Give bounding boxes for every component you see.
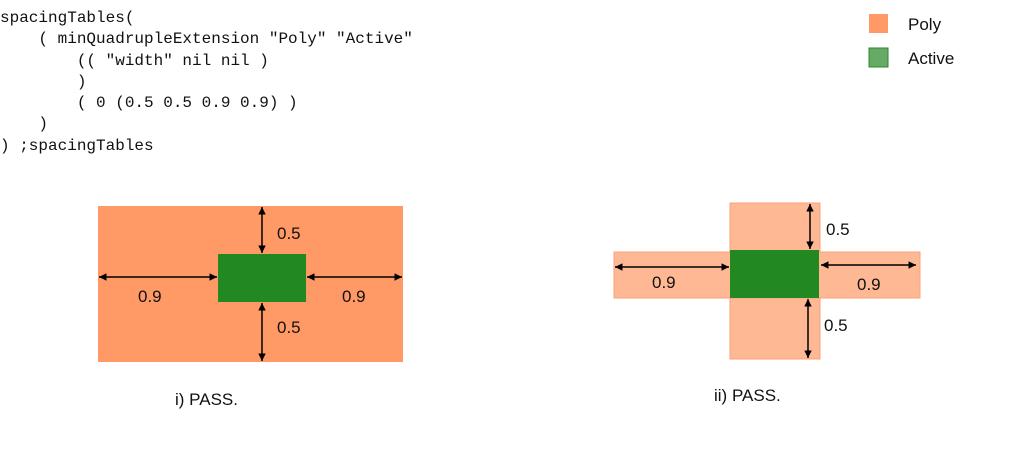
active-shape [218, 254, 306, 302]
code-line: spacingTables( [0, 9, 135, 27]
legend-swatch-poly [869, 14, 888, 33]
left-spacing-label: 0.9 [652, 273, 676, 292]
code-block: spacingTables( ( minQuadrupleExtension "… [0, 8, 413, 157]
code-line: ) ;spacingTables [0, 136, 154, 155]
diagram-caption: ii) PASS. [714, 386, 781, 405]
code-line: (( "width" nil nil ) [0, 51, 269, 70]
diagram-1: 0.5 0.5 0.9 0.9 i) PASS. [98, 206, 403, 409]
top-spacing-label: 0.5 [826, 220, 850, 239]
legend-label-poly: Poly [908, 15, 942, 34]
code-line: ( minQuadrupleExtension "Poly" "Active" [0, 30, 413, 49]
bottom-spacing-label: 0.5 [824, 316, 848, 335]
top-spacing-label: 0.5 [277, 224, 301, 243]
left-spacing-label: 0.9 [138, 287, 162, 306]
right-spacing-label: 0.9 [342, 287, 366, 306]
code-line: ) [0, 115, 49, 134]
diagram-caption: i) PASS. [175, 390, 238, 409]
diagram-2: 0.5 0.5 0.9 0.9 ii) PASS. [613, 202, 921, 405]
active-shape [730, 250, 819, 298]
legend-swatch-active [868, 47, 889, 68]
right-spacing-label: 0.9 [857, 275, 881, 294]
bottom-spacing-label: 0.5 [277, 318, 301, 337]
legend-label-active: Active [908, 49, 954, 68]
code-line: ( 0 (0.5 0.5 0.9 0.9) ) [0, 94, 298, 113]
code-line: ) [0, 72, 87, 91]
